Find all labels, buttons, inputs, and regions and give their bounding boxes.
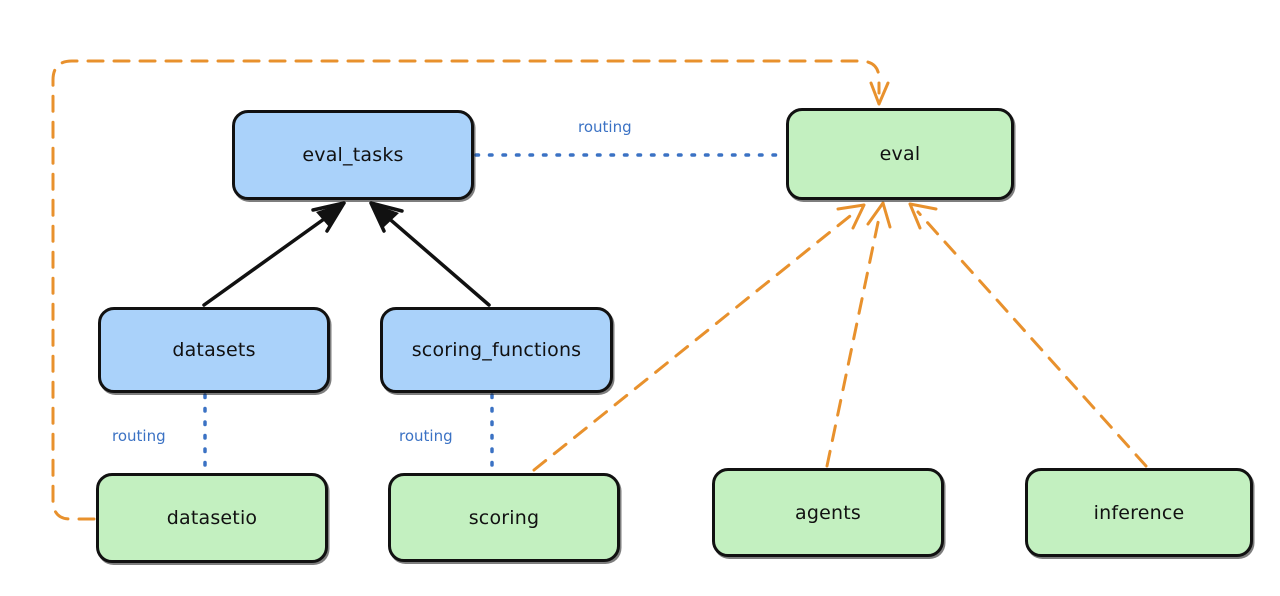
edge-datasets-to-eval_tasks: [202, 201, 346, 307]
node-inference[interactable]: inference: [1025, 468, 1253, 557]
node-label-datasetio: datasetio: [166, 507, 258, 529]
node-label-inference: inference: [1093, 501, 1185, 524]
edge-label-routing-datasets-datasetio: routing: [112, 427, 166, 445]
edge-inference-to-eval: [908, 202, 1148, 468]
node-label-scoring-functions: scoring_functions: [411, 339, 582, 361]
edge-label-routing-eval-tasks-eval: routing: [578, 118, 632, 136]
edge-label-routing-scoring-functions-scoring: routing: [399, 427, 453, 445]
node-label-scoring: scoring: [468, 506, 540, 529]
node-eval-tasks[interactable]: eval_tasks: [232, 110, 474, 200]
node-datasetio[interactable]: datasetio: [96, 473, 328, 563]
node-label-eval: eval: [879, 143, 921, 165]
node-scoring-functions[interactable]: scoring_functions: [380, 307, 613, 393]
node-eval[interactable]: eval: [786, 108, 1014, 200]
edge-scoring-to-eval: [532, 203, 866, 472]
node-agents[interactable]: agents: [712, 468, 944, 557]
edge-agents-to-eval: [825, 201, 892, 468]
node-datasets[interactable]: datasets: [98, 307, 330, 393]
edge-datasetio-to-eval: [51, 59, 890, 521]
edge-scoring_functions-to-eval_tasks: [369, 201, 491, 307]
node-label-datasets: datasets: [172, 339, 256, 361]
node-label-agents: agents: [795, 501, 861, 524]
node-label-eval-tasks: eval_tasks: [302, 144, 404, 166]
node-scoring[interactable]: scoring: [388, 473, 620, 562]
